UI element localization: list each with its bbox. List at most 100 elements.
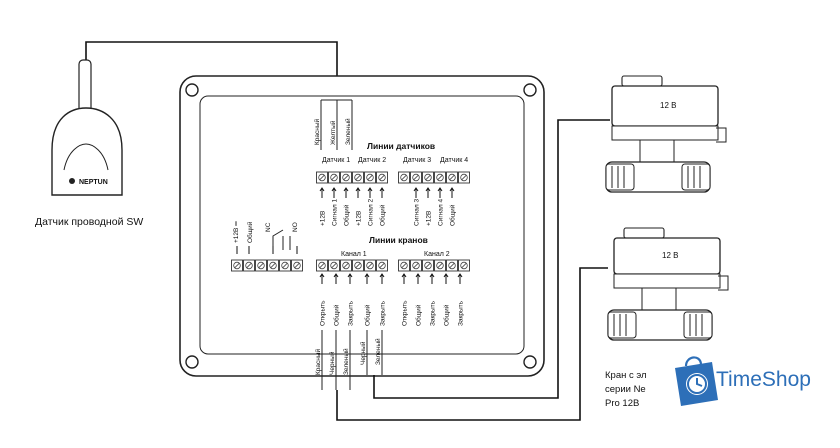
sensor-terminal [398,171,410,184]
terminal-arrow [331,187,337,198]
sensor-wire-label: Желтый [329,120,337,145]
valve-terminal [458,259,470,272]
valve-terminal [446,259,458,272]
valve-wire-label: Зеленый [374,338,382,365]
sensor-wire-label: Красный [313,118,321,145]
sensor-terminal [446,171,458,184]
valve-terminal-label: Общий [333,304,341,326]
valve-terminal-label: Открыть [320,300,327,326]
mount-hole-icon [523,355,537,369]
valve-caption-line: Pro 12В [605,398,639,409]
power-terminal [255,259,267,272]
valve-caption: Кран с эл серии Ne Pro 12В [605,370,647,409]
terminal-arrow [425,187,431,198]
sensor-group-label: Датчик 2 [358,157,386,164]
power-common-label: Общий [246,221,254,243]
wired-sensor: NEPTUN Датчик проводной SW [35,41,338,228]
sensor-terminal-label: Общий [343,204,351,226]
sensor-terminal-label: Сигнал 2 [368,199,375,226]
terminal-arrow [343,187,349,198]
relay-nc-label: NC [265,222,272,232]
power-terminal-strip [231,246,303,272]
power-section: +12В ═ Общий NC NO [231,221,303,272]
terminal-arrow [401,273,407,284]
valve-terminal [434,259,446,272]
sensor-terminal [422,171,434,184]
valve-terminal [316,259,328,272]
sensor-terminal [458,171,470,184]
relay-contact-symbol [272,229,291,250]
sensor-terminal-label: Сигнал 1 [332,199,339,226]
mount-hole-icon [523,83,537,97]
sensor-terminal [316,171,328,184]
sensor-terminal [376,171,388,184]
sensor-body [51,107,123,196]
terminal-arrow [355,187,361,198]
sensor-terminal [328,171,340,184]
valve-channel-label: Канал 2 [424,251,450,258]
sensor-terminal-label: Общий [379,204,387,226]
sensor-cable [85,41,338,100]
motorized-valve-2: 12 В [607,227,729,341]
terminal-arrow [379,273,385,284]
sensor-terminal-label: +12В [356,211,363,226]
valve1-cable [373,119,610,399]
valve-terminal-label: Общий [443,304,451,326]
terminal-arrow [367,187,373,198]
terminal-arrow [333,273,339,284]
power-terminal [243,259,255,272]
terminal-arrow [457,273,463,284]
terminal-arrow [415,273,421,284]
sensor-logo-icon [69,178,75,184]
power-plus-label: +12В ═ [233,221,240,243]
valve-wire-label: Красный [314,348,322,375]
sensor-terminal-strip [316,171,470,184]
terminal-arrow [319,273,325,284]
valve-terminal-label: Общий [364,304,372,326]
terminal-arrow [347,273,353,284]
terminal-arrow [364,273,370,284]
valve2-cable [336,267,608,421]
valve-wire-label: Черный [359,341,367,365]
valve-terminal [340,259,352,272]
valve-terminal [422,259,434,272]
enclosure-inner [199,95,525,355]
valve-voltage: 12 В [662,251,678,260]
valve-terminal-label: Общий [415,304,423,326]
sensor-group-label: Датчик 4 [440,157,468,164]
sensor-group-label: Датчик 1 [322,157,350,164]
power-terminal [291,259,303,272]
valve-caption-line: серии Ne [605,384,646,395]
sensor-terminal [352,171,364,184]
terminal-arrow [449,187,455,198]
valve-terminal [376,259,388,272]
valve-terminal-label: Закрыть [348,300,355,326]
valve-terminal [364,259,376,272]
sensor-terminal-label: Сигнал 4 [438,199,445,226]
valve-terminal-strip [316,259,470,272]
valve-terminal [352,259,364,272]
sensor-window [63,143,109,171]
terminal-arrow [437,187,443,198]
timeshop-watermark: TimeShop [650,356,840,406]
sensor-terminal [364,171,376,184]
controller-box [179,75,545,377]
sensor-terminal-label: +12В [320,211,327,226]
sensor-lines-title: Линии датчиков [367,141,435,151]
valve-voltage: 12 В [660,101,676,110]
power-terminal [267,259,279,272]
sensor-terminal-label: +12В [426,211,433,226]
terminal-arrow [429,273,435,284]
sensor-wire-label: Зеленый [344,118,352,145]
sensor-terminal-label: Общий [449,204,457,226]
enclosure-outer [179,75,545,377]
valve-wire-label: Зеленый [342,348,350,375]
valve-terminal [398,259,410,272]
valve-terminal-label: Закрыть [430,300,437,326]
motorized-valve-1: 12 В [605,75,727,193]
mount-hole-icon [185,355,199,369]
terminal-arrow [413,187,419,198]
valve-terminal-label: Закрыть [380,300,387,326]
terminal-arrow [319,187,325,198]
sensor-terminal-label: Сигнал 3 [414,199,421,226]
